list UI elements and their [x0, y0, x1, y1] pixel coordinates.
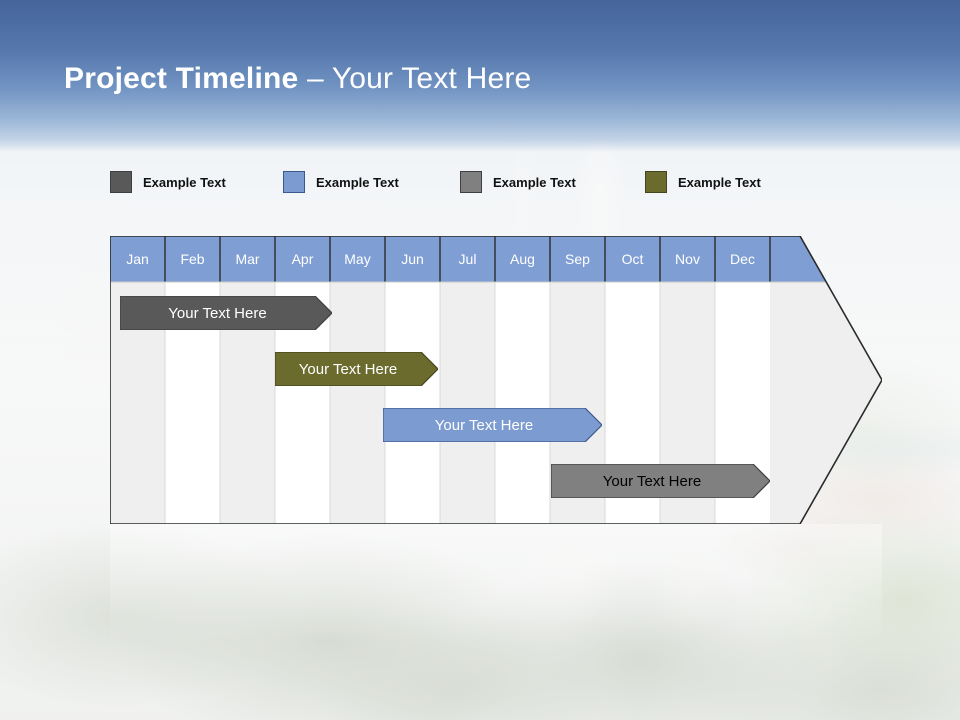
task-bar-2[interactable]: Your Text Here: [275, 352, 438, 386]
legend-label-3: Example Text: [493, 174, 576, 190]
task-bar-4[interactable]: Your Text Here: [551, 464, 770, 498]
month-header-nov[interactable]: Nov: [675, 251, 700, 267]
timeline-chart: Jan Feb Mar Apr May Jun Jul Aug Sep Oct Nov Dec You…: [110, 236, 882, 524]
month-header-feb[interactable]: Feb: [180, 251, 205, 267]
task-bar-label-3: Your Text Here: [434, 416, 534, 434]
month-header-sep[interactable]: Sep: [565, 251, 590, 267]
task-bar-1[interactable]: Your Text Here: [120, 296, 332, 330]
legend-item-2[interactable]: Example Text: [283, 170, 399, 194]
month-header-oct[interactable]: Oct: [621, 251, 644, 267]
page-title-separator: –: [298, 62, 332, 95]
legend-item-4[interactable]: Example Text: [645, 170, 761, 194]
legend: Example Text Example Text Example Text Exam…: [110, 170, 830, 194]
month-header-jun[interactable]: Jun: [401, 251, 424, 267]
page-title-bold: Project Timeline: [64, 62, 299, 95]
page-title: Project Timeline – Your Text Here: [64, 59, 531, 99]
legend-swatch-2: [283, 171, 305, 193]
task-bar-label-4: Your Text Here: [602, 472, 702, 490]
legend-item-1[interactable]: Example Text: [110, 170, 226, 194]
legend-label-4: Example Text: [678, 174, 761, 190]
task-bar-label-2: Your Text Here: [298, 360, 398, 378]
month-header-apr[interactable]: Apr: [291, 251, 314, 267]
month-header-mar[interactable]: Mar: [235, 251, 260, 267]
legend-item-3[interactable]: Example Text: [460, 170, 576, 194]
month-header-aug[interactable]: Aug: [510, 251, 535, 267]
legend-swatch-4: [645, 171, 667, 193]
page-title-light: Your Text Here: [331, 62, 532, 95]
month-header-row: Jan Feb Mar Apr May Jun Jul Aug Sep Oct Nov Dec: [110, 236, 770, 282]
legend-swatch-3: [460, 171, 482, 193]
legend-label-1: Example Text: [143, 174, 226, 190]
month-header-dec[interactable]: Dec: [730, 251, 755, 267]
month-header-may[interactable]: May: [344, 251, 371, 267]
month-header-jul[interactable]: Jul: [458, 251, 477, 267]
legend-label-2: Example Text: [316, 174, 399, 190]
legend-swatch-1: [110, 171, 132, 193]
task-bar-label-1: Your Text Here: [168, 304, 267, 322]
task-bar-3[interactable]: Your Text Here: [383, 408, 602, 442]
month-header-jan[interactable]: Jan: [126, 251, 149, 267]
title-banner: [0, 0, 960, 152]
